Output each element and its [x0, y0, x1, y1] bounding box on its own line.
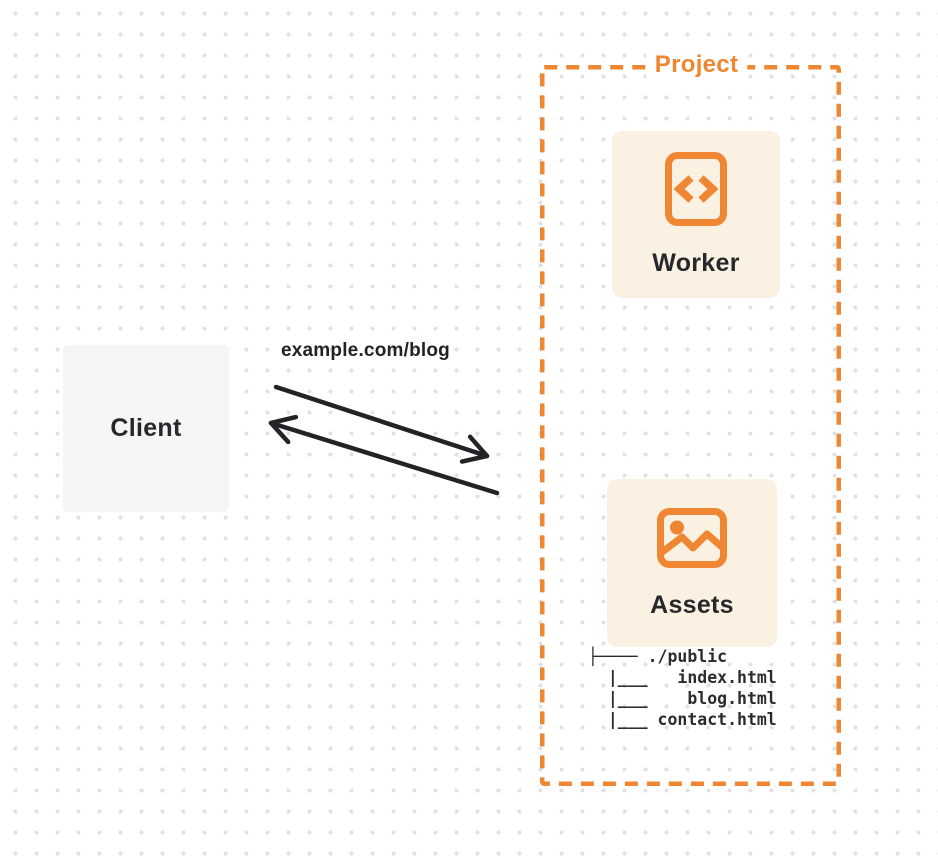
project-container: Project Worker Assets [540, 51, 841, 786]
tree-line-index: |___ index.html [588, 668, 777, 687]
assets-label: Assets [650, 590, 734, 619]
worker-node: Worker [612, 131, 780, 298]
request-arrow [273, 384, 490, 464]
client-label: Client [110, 414, 182, 442]
response-arrow [268, 414, 500, 496]
code-document-icon [664, 151, 728, 227]
assets-node: Assets [607, 479, 777, 647]
tree-line-public: ├──── ./public [588, 647, 728, 666]
tree-line-contact: |___ contact.html [588, 710, 777, 729]
assets-file-tree: ├──── ./public |___ index.html |___ blog… [588, 646, 777, 730]
worker-label: Worker [652, 249, 740, 277]
image-icon [656, 507, 728, 569]
project-dashed-border [540, 65, 841, 786]
client-node: Client [63, 345, 229, 512]
tree-line-blog: |___ blog.html [588, 689, 777, 708]
request-url-label: example.com/blog [281, 340, 450, 361]
project-title: Project [645, 51, 748, 79]
